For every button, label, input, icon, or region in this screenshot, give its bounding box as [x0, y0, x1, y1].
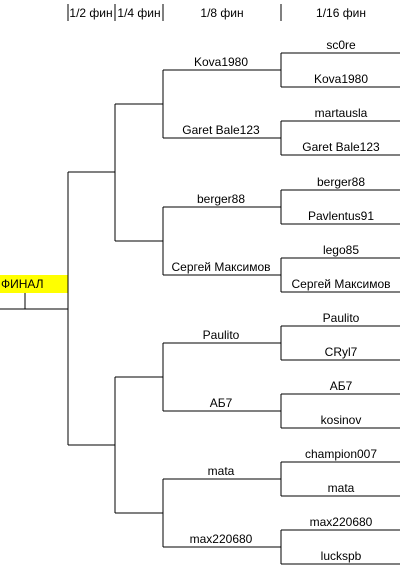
player-name: Сергей Максимов: [291, 277, 390, 291]
round-headers: 1/2 фин 1/4 фин 1/8 фин 1/16 фин: [67, 4, 366, 21]
player-name: max220680: [190, 532, 253, 546]
player-name: АБ7: [210, 396, 233, 410]
player-name: Garet Bale123: [302, 140, 380, 154]
final-label: ФИНАЛ: [1, 277, 44, 291]
player-name: Pavlentus91: [308, 209, 374, 223]
quarterfinal-connectors: [114, 103, 163, 514]
header-quarterfinal: 1/4 фин: [117, 6, 160, 20]
player-name: Kova1980: [194, 55, 248, 69]
final-block: ФИНАЛ: [0, 275, 68, 310]
player-name: champion007: [305, 447, 377, 461]
player-name: Paulito: [203, 328, 240, 342]
round-of-8: Kova1980 Garet Bale123 berger88 Сергей М…: [162, 55, 281, 548]
player-name: АБ7: [330, 379, 353, 393]
player-name: Garet Bale123: [182, 123, 260, 137]
player-name: Paulito: [323, 311, 360, 325]
player-name: lego85: [323, 243, 359, 257]
player-name: mata: [328, 481, 355, 495]
player-name: martausla: [315, 106, 368, 120]
player-name: CRyl7: [325, 345, 358, 359]
player-name: berger88: [317, 175, 365, 189]
round-of-16: sc0re Kova1980 martausla Garet Bale123 b…: [280, 38, 400, 565]
player-name: berger88: [197, 192, 245, 206]
player-name: max220680: [310, 515, 373, 529]
semifinal-connectors: [67, 171, 115, 446]
player-name: Kova1980: [314, 72, 368, 86]
player-name: kosinov: [321, 413, 362, 427]
player-name: luckspb: [321, 549, 362, 563]
player-name: mata: [208, 464, 235, 478]
header-eighthfinal: 1/8 фин: [200, 6, 243, 20]
player-name: sc0re: [326, 38, 356, 52]
header-sixteenthfinal: 1/16 фин: [316, 6, 366, 20]
player-name: Сергей Максимов: [171, 260, 270, 274]
header-semifinal: 1/2 фин: [69, 6, 112, 20]
final-highlight: [0, 275, 68, 293]
